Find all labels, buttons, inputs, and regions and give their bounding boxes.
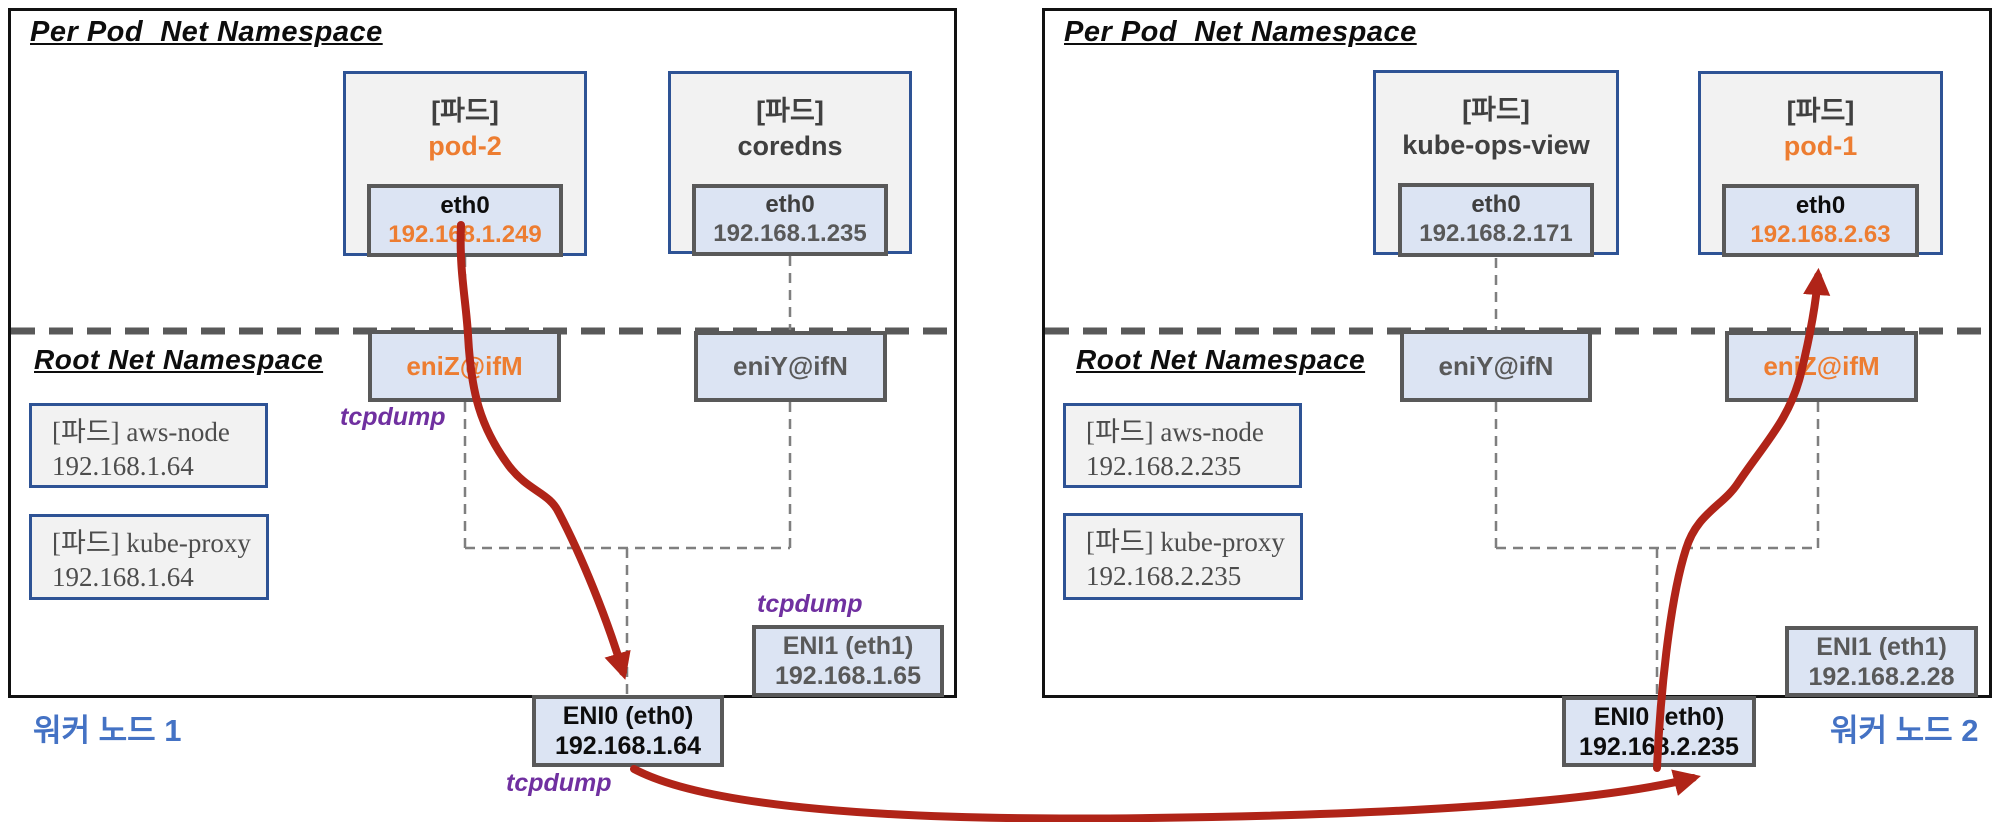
node2-pod1-eth0-box: eth0 192.168.2.63 bbox=[1722, 184, 1919, 257]
node1-eni1-box: ENI1 (eth1) 192.168.1.65 bbox=[752, 625, 944, 697]
node1-pod2-tag: [파드] bbox=[431, 96, 499, 126]
node2-kube-ops-view-eth0-ip: 192.168.2.171 bbox=[1419, 220, 1573, 247]
node2-kube-ops-view-eth0-label: eth0 bbox=[1471, 191, 1521, 219]
node1-aws-node-ip: 192.168.1.64 bbox=[52, 450, 194, 481]
node1-pod2-name: pod-2 bbox=[428, 131, 502, 162]
node2-aws-node-box: [파드] aws-node 192.168.2.235 bbox=[1063, 403, 1302, 488]
node1-eniZ-ifM-label: eniZ@ifM bbox=[406, 350, 523, 381]
node1-eni0-ip: 192.168.1.64 bbox=[555, 732, 701, 760]
worker-node-1-label: 워커 노드 1 bbox=[33, 713, 182, 748]
node1-pod2-eth0-label: eth0 bbox=[440, 191, 490, 219]
node2-aws-node-name: [파드] aws-node bbox=[1086, 417, 1264, 447]
node2-eni0-box: ENI0 (eth0) 192.168.2.235 bbox=[1562, 696, 1756, 767]
node1-tcpdump-label-eni0: tcpdump bbox=[506, 769, 612, 797]
node2-eniZ-ifM-label: eniZ@ifM bbox=[1763, 351, 1880, 381]
red-arrow-eni0-node1-to-eni0-node2 bbox=[630, 765, 1701, 822]
node2-eni1-label: ENI1 (eth1) bbox=[1816, 632, 1947, 661]
node1-pod2-eth0-ip: 192.168.1.249 bbox=[388, 220, 542, 248]
node2-eniZ-ifM-box: eniZ@ifM bbox=[1725, 331, 1918, 402]
node1-eni0-box: ENI0 (eth0) 192.168.1.64 bbox=[532, 695, 724, 767]
node2-pod1-eth0-ip: 192.168.2.63 bbox=[1750, 220, 1891, 248]
node2-per-pod-namespace-title: Per Pod Net Namespace bbox=[1064, 16, 1417, 48]
node1-coredns-tag: [파드] bbox=[756, 96, 824, 126]
node2-eni1-ip: 192.168.2.28 bbox=[1808, 662, 1955, 691]
node1-root-namespace-title: Root Net Namespace bbox=[34, 344, 324, 375]
node2-eni0-ip: 192.168.2.235 bbox=[1579, 732, 1739, 761]
node2-kube-proxy-box: [파드] kube-proxy 192.168.2.235 bbox=[1063, 513, 1303, 600]
node2-root-namespace-title: Root Net Namespace bbox=[1076, 344, 1366, 375]
node2-eniY-ifN-box: eniY@ifN bbox=[1400, 330, 1592, 402]
node2-eni1-box: ENI1 (eth1) 192.168.2.28 bbox=[1785, 626, 1978, 697]
node2-pod1-eth0-label: eth0 bbox=[1795, 191, 1846, 219]
node1-eni0-label: ENI0 (eth0) bbox=[562, 702, 694, 730]
node2-eni0-label: ENI0 (eth0) bbox=[1593, 702, 1725, 731]
node1-coredns-eth0-label: eth0 bbox=[765, 191, 815, 219]
node1-coredns-eth0-box: eth0 192.168.1.235 bbox=[692, 184, 888, 256]
node1-kube-proxy-ip: 192.168.1.64 bbox=[52, 561, 194, 592]
node1-coredns-name: coredns bbox=[737, 131, 843, 162]
node1-tcpdump-label-eni1: tcpdump bbox=[757, 590, 863, 618]
node2-eniY-ifN-label: eniY@ifN bbox=[1438, 350, 1554, 381]
node1-kube-proxy-name: [파드] kube-proxy bbox=[52, 528, 251, 558]
node1-per-pod-namespace-title: Per Pod Net Namespace bbox=[30, 16, 383, 48]
node1-aws-node-name: [파드] aws-node bbox=[52, 417, 230, 447]
worker-node-1-frame bbox=[8, 8, 957, 698]
node1-eniY-ifN-label: eniY@ifN bbox=[733, 351, 848, 381]
worker-node-2-frame bbox=[1042, 8, 1992, 698]
node2-kube-ops-view-eth0-box: eth0 192.168.2.171 bbox=[1398, 183, 1594, 257]
node1-eni1-ip: 192.168.1.65 bbox=[775, 662, 921, 690]
node1-eniZ-ifM-box: eniZ@ifM bbox=[368, 330, 561, 402]
node2-kube-ops-view-name: kube-ops-view bbox=[1402, 130, 1590, 161]
node1-tcpdump-label-eniZ: tcpdump bbox=[340, 403, 446, 431]
node2-kube-proxy-ip: 192.168.2.235 bbox=[1086, 560, 1242, 591]
node2-pod1-tag: [파드] bbox=[1786, 96, 1855, 126]
node1-pod2-eth0-box: eth0 192.168.1.249 bbox=[367, 184, 563, 257]
node2-kube-ops-view-tag: [파드] bbox=[1462, 95, 1530, 125]
node2-aws-node-ip: 192.168.2.235 bbox=[1086, 450, 1242, 481]
node2-kube-proxy-name: [파드] kube-proxy bbox=[1086, 527, 1285, 557]
node1-coredns-eth0-ip: 192.168.1.235 bbox=[713, 220, 867, 247]
node1-aws-node-box: [파드] aws-node 192.168.1.64 bbox=[29, 403, 268, 488]
node2-pod1-name: pod-1 bbox=[1783, 131, 1858, 162]
worker-node-2-label: 워커 노드 2 bbox=[1830, 713, 1979, 748]
node1-kube-proxy-box: [파드] kube-proxy 192.168.1.64 bbox=[29, 514, 269, 600]
node1-eniY-ifN-box: eniY@ifN bbox=[694, 331, 887, 402]
node1-eni1-label: ENI1 (eth1) bbox=[782, 632, 914, 660]
